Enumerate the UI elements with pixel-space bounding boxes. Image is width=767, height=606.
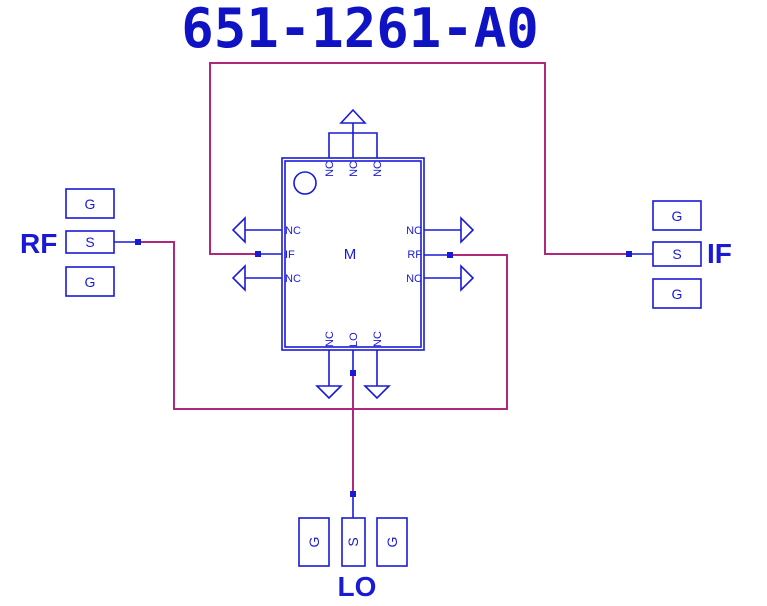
rf-pad-ground-bottom [65, 266, 115, 297]
bottom-pin-3-label: NC [372, 331, 384, 347]
mixer-chip: M NC NC NC NC LO NC NC IF NC NC RF NC [281, 157, 425, 351]
rf-pad-ground-top [65, 188, 115, 219]
if-port-label: IF [707, 238, 732, 269]
lo-pad-ground-left [298, 517, 330, 567]
lo-pad-signal-label: S [345, 537, 361, 546]
if-pad-ground-top [652, 200, 702, 231]
top-pin-3-label: NC [372, 161, 384, 177]
bottom-pin-1-label: NC [324, 331, 336, 347]
if-pad-ground-top-label: G [672, 208, 683, 224]
if-pad-ground-bottom-label: G [672, 286, 683, 302]
right-ground-icon-1 [424, 216, 475, 244]
lo-port-label: LO [338, 571, 377, 602]
right-ground-icon-2 [424, 264, 475, 292]
rf-net-wire [138, 241, 508, 410]
right-pin-2-label: RF [407, 249, 422, 261]
if-net-wire [209, 62, 629, 255]
lo-connector: G S G LO [298, 494, 408, 602]
lo-pad-ground-right [376, 517, 408, 567]
rf-connector: G S G RF [20, 188, 138, 297]
wires [135, 62, 632, 497]
chip-label: M [344, 246, 357, 263]
bottom-ground-icon-1 [315, 350, 343, 400]
top-pin-2-label: NC [348, 161, 360, 177]
pin1-marker [293, 171, 317, 195]
right-pin-1-label: NC [406, 225, 422, 237]
left-ground-icon-1 [231, 216, 282, 244]
chip-inner-outline [284, 160, 422, 348]
left-pin-1-label: NC [285, 225, 301, 237]
left-pin-3-label: NC [285, 273, 301, 285]
rf-pad-ground-bottom-label: G [85, 274, 96, 290]
if-connector: G S G IF [629, 200, 732, 309]
top-ground-icon [328, 108, 378, 158]
bottom-ground-icon-2 [363, 350, 391, 400]
if-pad-ground-bottom [652, 278, 702, 309]
bottom-pin-2-label: LO [348, 332, 360, 347]
rf-pad-signal-label: S [85, 234, 94, 250]
ground-symbols [231, 108, 475, 400]
if-pad-signal-label: S [672, 246, 681, 262]
left-pin-2-label: IF [285, 249, 295, 261]
left-ground-icon-2 [231, 264, 282, 292]
part-number-title: 651-1261-A0 [181, 0, 539, 60]
rf-port-label: RF [20, 228, 57, 259]
lo-pad-ground-left-label: G [306, 537, 322, 548]
lo-pad-ground-right-label: G [384, 537, 400, 548]
right-pin-3-label: NC [406, 273, 422, 285]
rf-pad-ground-top-label: G [85, 196, 96, 212]
top-pin-1-label: NC [324, 161, 336, 177]
